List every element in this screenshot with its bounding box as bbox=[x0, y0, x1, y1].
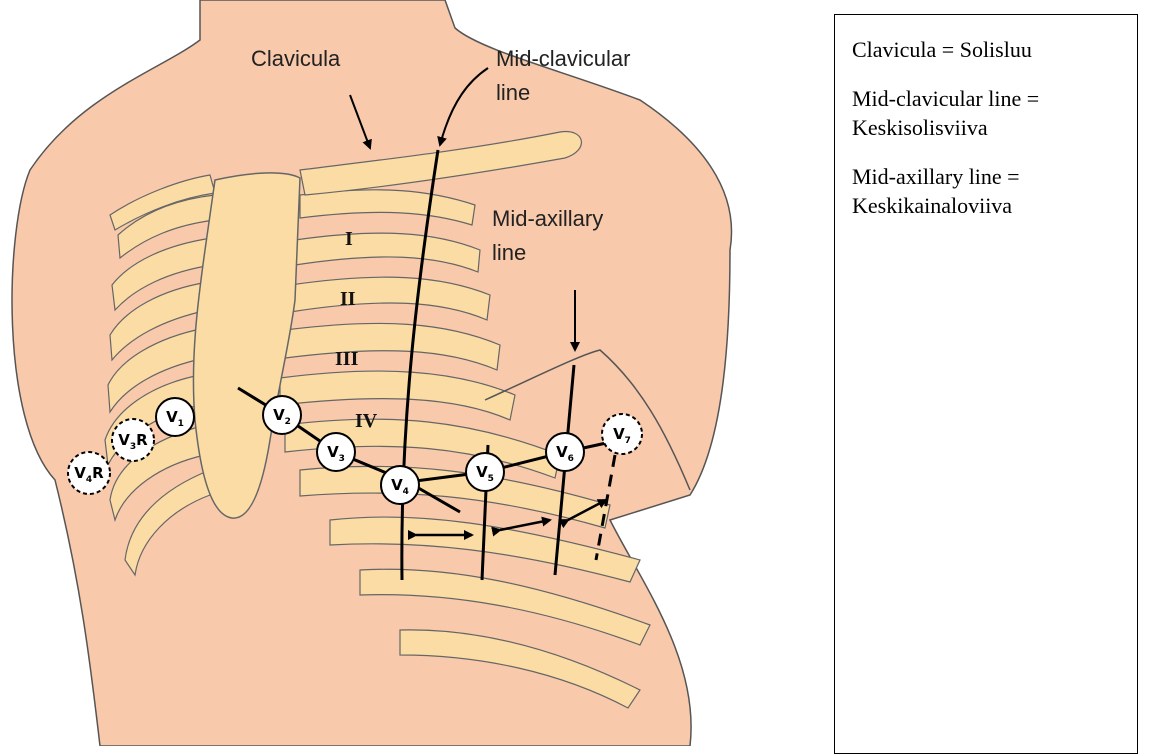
intercostal-label-2: II bbox=[340, 288, 356, 310]
legend-entry-translation: Keskikainaloviiva bbox=[852, 191, 1132, 220]
legend-entry-mid-axillary: Mid-axillary line = Keskikainaloviiva bbox=[852, 162, 1132, 220]
mid-clavicular-label-line1: Mid-clavicular bbox=[496, 46, 630, 71]
electrode-v1: V1 bbox=[156, 398, 194, 436]
mid-clavicular-label-line2: line bbox=[496, 80, 530, 105]
electrode-v3r: V3R bbox=[112, 419, 154, 461]
chest-ecg-diagram: Clavicula Mid-clavicular line Mid-axilla… bbox=[0, 0, 800, 746]
electrode-v7: V7 bbox=[602, 414, 642, 454]
mid-axillary-label-line1: Mid-axillary bbox=[492, 206, 603, 231]
electrode-v4r: V4R bbox=[68, 452, 110, 494]
intercostal-label-3: III bbox=[335, 348, 359, 370]
legend-entry-text: Mid-axillary line = bbox=[852, 162, 1132, 191]
legend-entry-clavicula: Clavicula = Solisluu bbox=[852, 35, 1132, 64]
clavicula-label: Clavicula bbox=[251, 46, 341, 71]
legend-box: Clavicula = Solisluu Mid-clavicular line… bbox=[834, 14, 1138, 754]
intercostal-label-4: IV bbox=[355, 410, 378, 432]
legend-entry-text: Mid-clavicular line = bbox=[852, 84, 1132, 113]
electrode-v5: V5 bbox=[466, 453, 504, 491]
electrode-v6: V6 bbox=[546, 433, 584, 471]
electrode-v4: V4 bbox=[381, 466, 419, 504]
intercostal-label-1: I bbox=[345, 228, 353, 250]
legend-entry-text: Clavicula = Solisluu bbox=[852, 37, 1032, 62]
electrode-v3: V3 bbox=[317, 433, 355, 471]
legend-entry-mid-clavicular: Mid-clavicular line = Keskisolisviiva bbox=[852, 84, 1132, 142]
legend-entry-translation: Keskisolisviiva bbox=[852, 113, 1132, 142]
electrode-v2: V2 bbox=[263, 396, 301, 434]
diagram-svg: Clavicula Mid-clavicular line Mid-axilla… bbox=[0, 0, 800, 746]
mid-axillary-label-line2: line bbox=[492, 240, 526, 265]
